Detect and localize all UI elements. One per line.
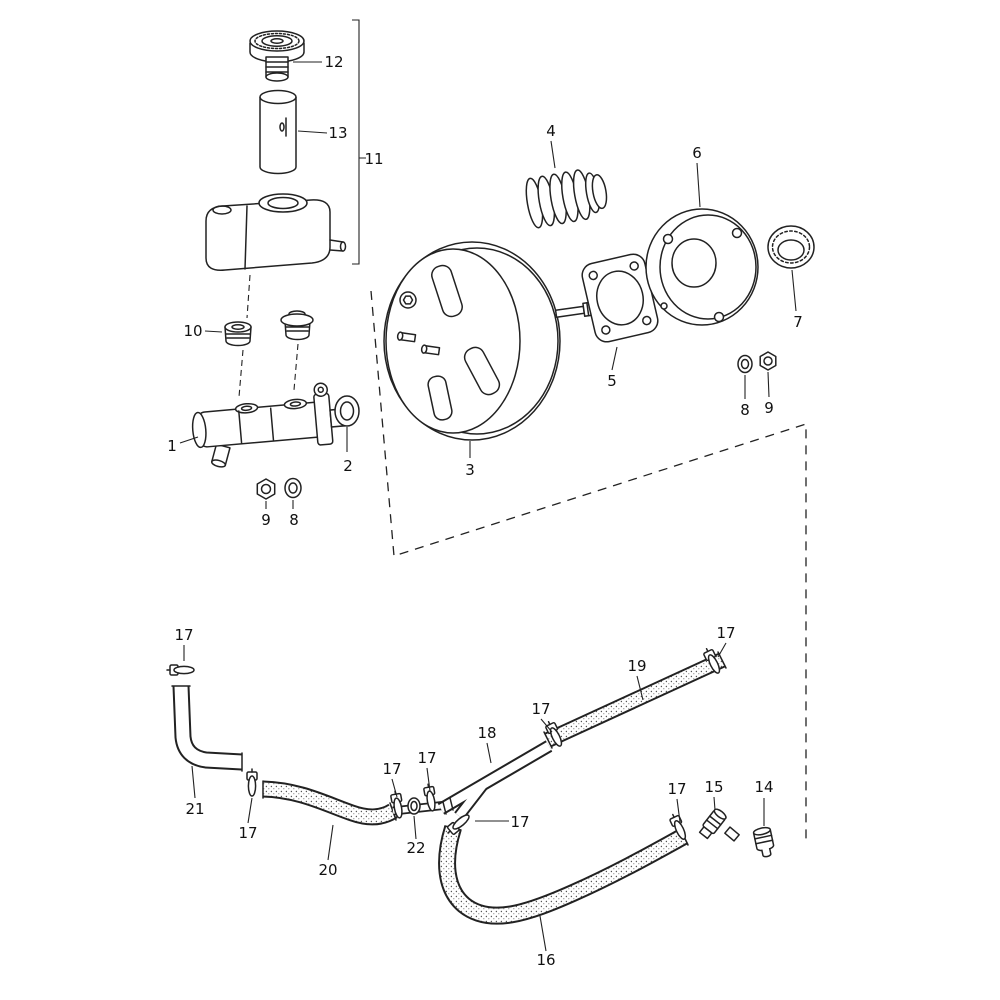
part-6-mounting-flange bbox=[645, 208, 759, 326]
part-8-washer-right bbox=[737, 354, 753, 374]
part-label-12: 12 bbox=[324, 53, 343, 71]
part-label-16: 16 bbox=[536, 951, 555, 969]
part-18-t-connector bbox=[437, 740, 553, 820]
part-label-3: 3 bbox=[465, 461, 475, 479]
part-label-14: 14 bbox=[754, 778, 773, 796]
part-labels: 12 13 11 10 1 2 9 8 3 4 5 6 7 8 9 17 21 … bbox=[167, 53, 803, 969]
part-label-17: 17 bbox=[510, 813, 529, 831]
part-label-17: 17 bbox=[667, 780, 686, 798]
part-15-valve bbox=[698, 808, 740, 842]
part-label-8: 8 bbox=[289, 511, 299, 529]
part-21-elbow-hose bbox=[171, 685, 243, 772]
part-label-13: 13 bbox=[328, 124, 347, 142]
part-19-hose bbox=[543, 651, 727, 749]
part-label-17: 17 bbox=[238, 824, 257, 842]
part-17-hose-clamp bbox=[246, 768, 258, 797]
part-label-5: 5 bbox=[607, 372, 617, 390]
part-label-18: 18 bbox=[477, 724, 496, 742]
part-17-hose-clamp bbox=[166, 664, 195, 676]
part-4-bellows bbox=[525, 169, 608, 229]
part-13-strainer bbox=[259, 89, 297, 175]
part-label-10: 10 bbox=[183, 322, 202, 340]
bracket-11 bbox=[352, 19, 366, 265]
part-16-hose bbox=[438, 825, 689, 925]
dashed-boundary-line bbox=[370, 290, 807, 845]
part-22-ring bbox=[407, 797, 421, 815]
part-3-brake-booster bbox=[383, 241, 602, 441]
part-label-7: 7 bbox=[793, 313, 803, 331]
part-1-master-cylinder bbox=[191, 382, 349, 468]
part-label-9b: 9 bbox=[764, 399, 774, 417]
fluid-reservoir bbox=[205, 193, 347, 271]
part-label-17: 17 bbox=[382, 760, 401, 778]
part-2-o-ring bbox=[334, 395, 360, 427]
part-label-4: 4 bbox=[546, 122, 556, 140]
part-9-nut-left bbox=[256, 478, 276, 500]
part-label-17: 17 bbox=[716, 624, 735, 642]
part-label-11: 11 bbox=[364, 150, 383, 168]
part-8-washer-left bbox=[284, 477, 302, 499]
part-label-1: 1 bbox=[167, 437, 177, 455]
part-label-19: 19 bbox=[627, 657, 646, 675]
part-14-plug bbox=[752, 826, 775, 858]
part-20-hose bbox=[262, 780, 398, 826]
leader-lines bbox=[179, 61, 797, 952]
part-label-2: 2 bbox=[343, 457, 353, 475]
part-5-gasket bbox=[581, 253, 659, 343]
part-9-nut-right bbox=[759, 351, 777, 371]
part-label-17: 17 bbox=[531, 700, 550, 718]
part-7-bushing bbox=[767, 225, 815, 269]
part-label-8b: 8 bbox=[740, 401, 750, 419]
assembly-axis-lines bbox=[238, 274, 299, 398]
part-label-15: 15 bbox=[704, 778, 723, 796]
part-10-plugs bbox=[224, 310, 314, 347]
part-12-reservoir-cap bbox=[249, 30, 305, 82]
part-label-20: 20 bbox=[318, 861, 337, 879]
part-label-6: 6 bbox=[692, 144, 702, 162]
part-label-9: 9 bbox=[261, 511, 271, 529]
part-label-21: 21 bbox=[185, 800, 204, 818]
part-label-17: 17 bbox=[174, 626, 193, 644]
part-label-22: 22 bbox=[406, 839, 425, 857]
part-label-17: 17 bbox=[417, 749, 436, 767]
